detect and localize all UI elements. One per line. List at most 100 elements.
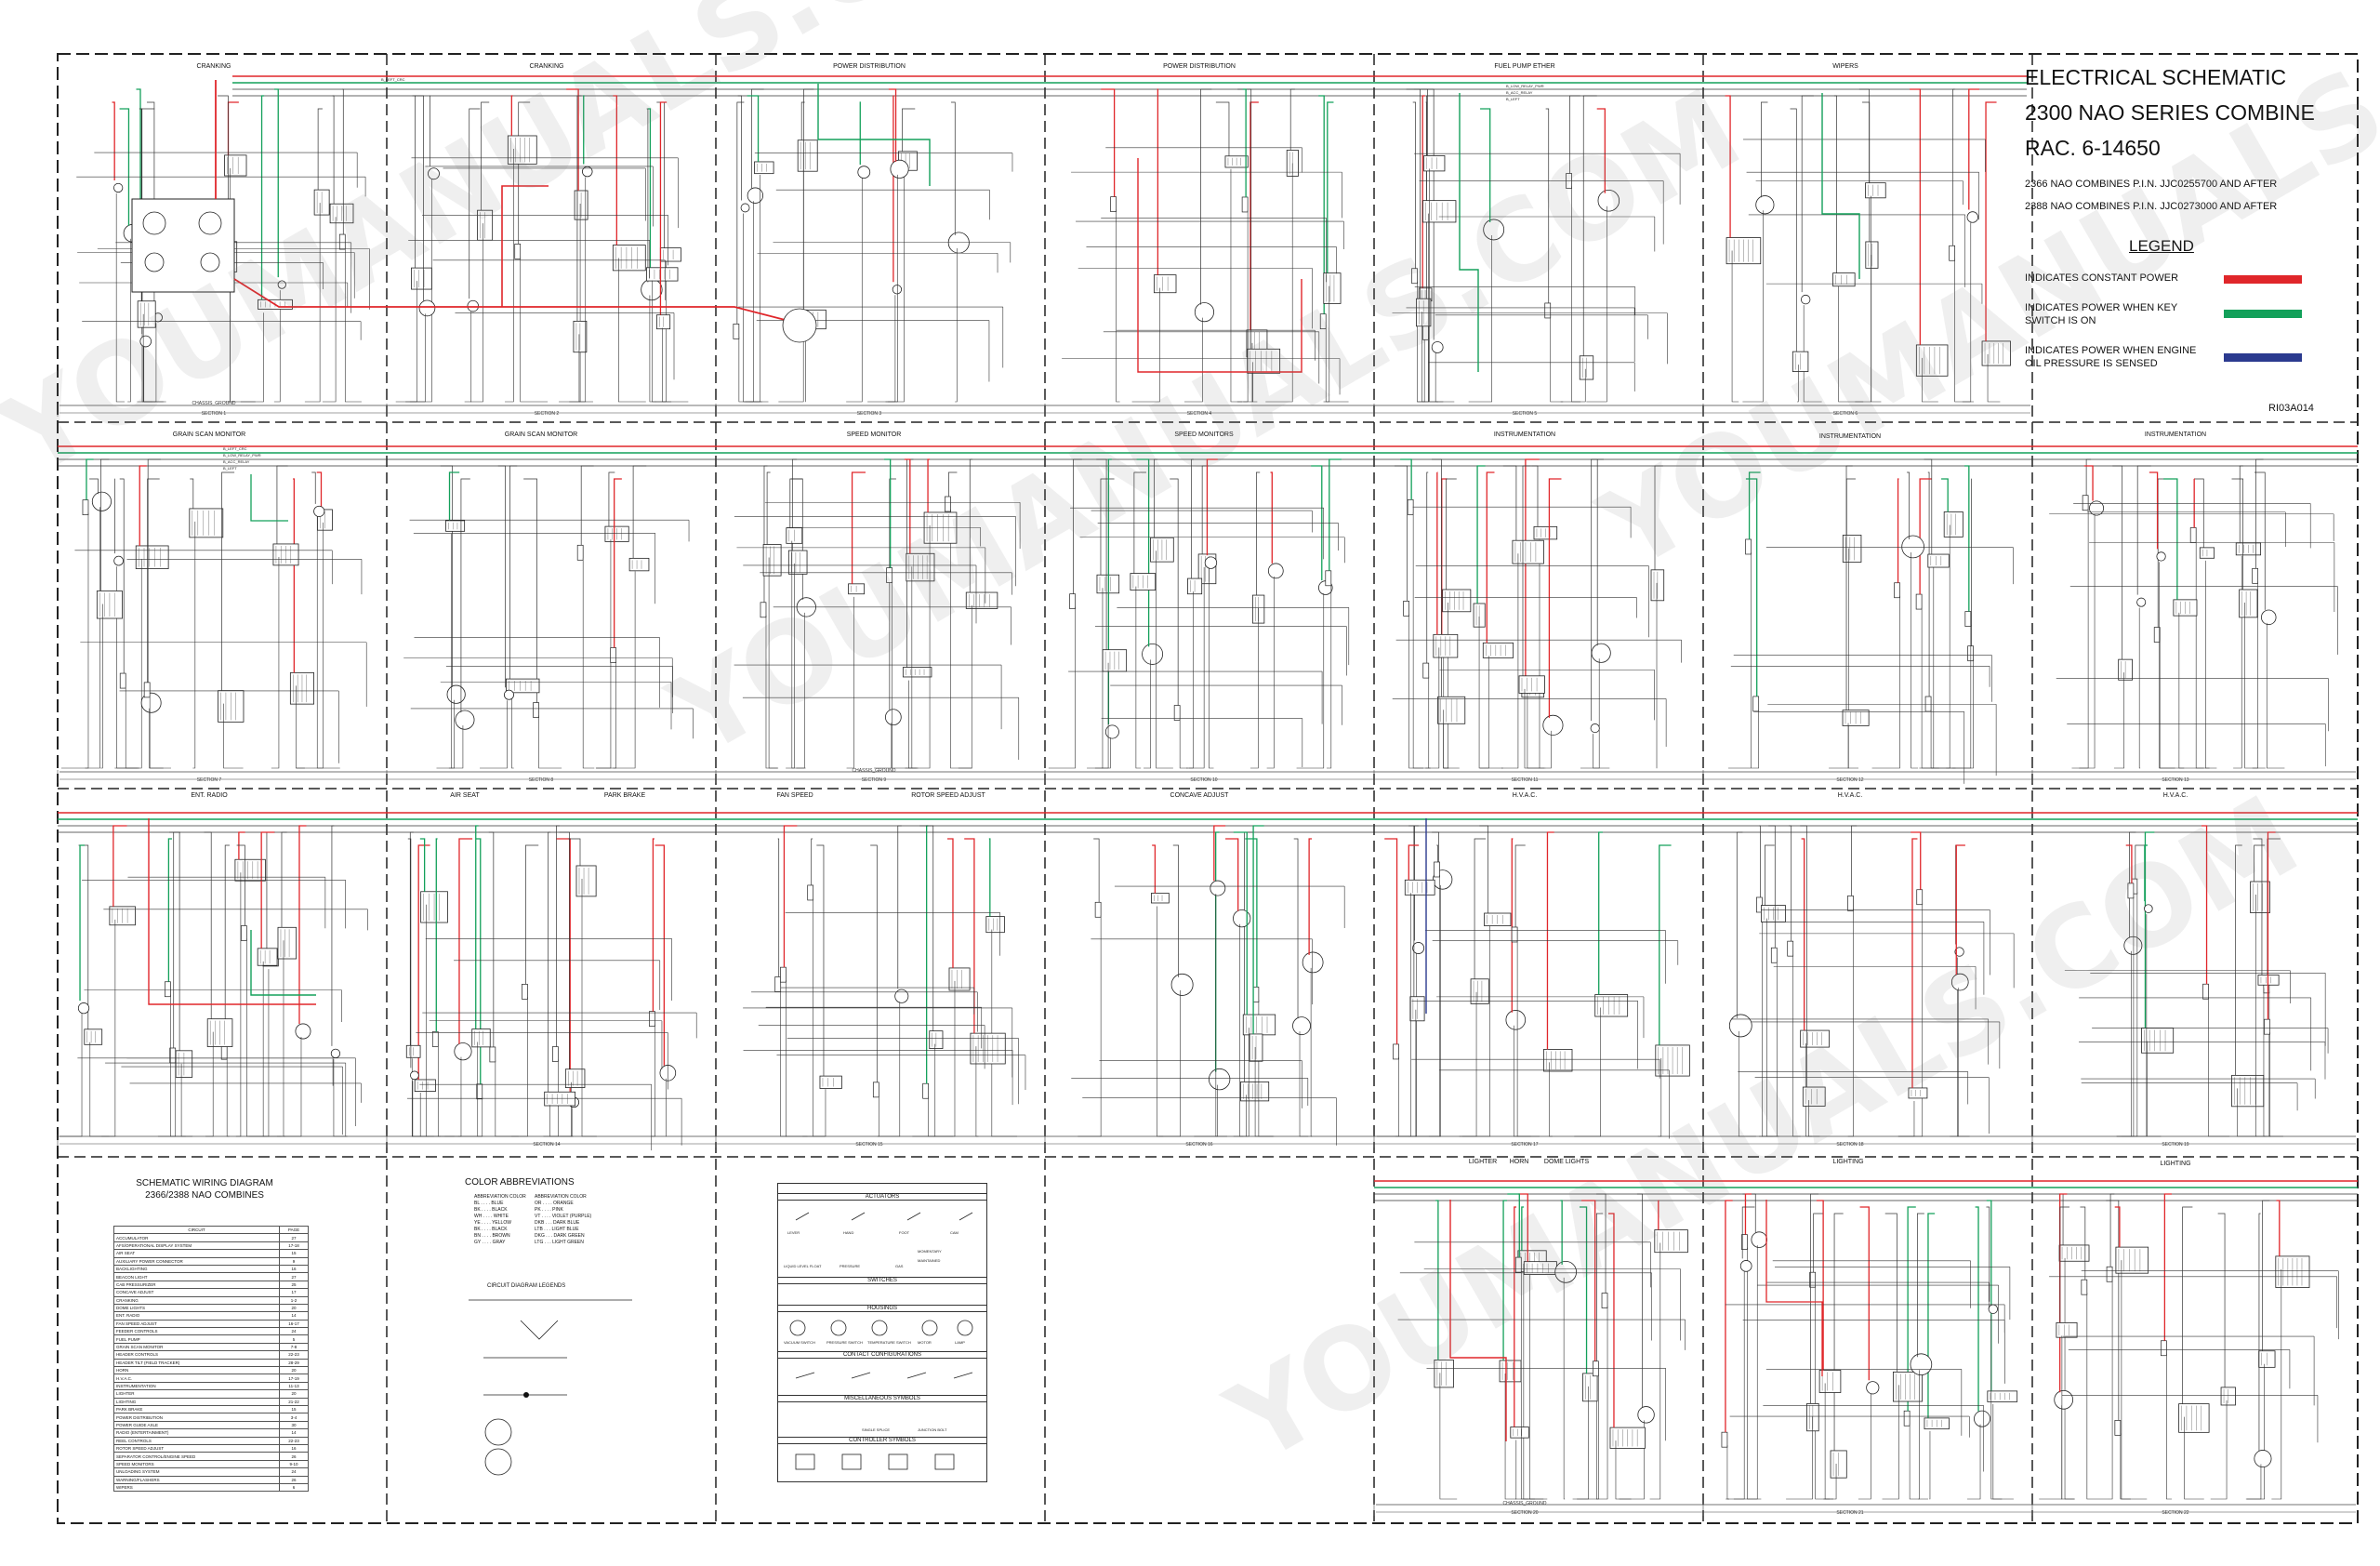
wire [1725,95,1731,238]
wire [811,838,813,885]
wire [1135,586,1142,769]
device-symbol [641,278,663,301]
wire [1829,548,1849,769]
section-footer: SECTION 14 [533,1142,561,1148]
device-symbol [1800,294,1811,305]
color-abbreviation-entry: ABBREVIATION COLOR [474,1194,526,1200]
page-cell: 21-22 [279,1397,309,1407]
device-symbol [77,1002,90,1015]
wire [1859,1206,1870,1381]
wire [1412,101,1416,269]
fuse-symbol [1915,593,1923,610]
wire [2217,1213,2226,1387]
component-block [1915,344,1949,377]
wire [1654,465,1663,570]
fuse-symbol [1434,861,1440,878]
keyon-wire [817,84,931,186]
wire [2201,825,2208,985]
wire [417,844,430,1080]
symbol-label: GAS [895,1264,904,1268]
wire [2138,607,2141,769]
device-symbol [113,555,124,566]
wire [1581,1200,1596,1384]
pin-line-1: 2366 NAO COMBINES P.I.N. JJC0255700 AND … [2025,179,2278,190]
controller-symbol [934,1453,955,1470]
wire [1520,1270,1544,1500]
wire [1790,108,1797,352]
legend-swatch-constant [2224,275,2302,284]
device-symbol [1104,724,1119,739]
device-symbol [894,989,909,1003]
section-title: ROTOR SPEED ADJUST [911,792,985,799]
wire [582,558,595,769]
wire [969,458,973,593]
wire [470,223,483,403]
wire [786,980,787,1137]
component-block [414,1079,436,1092]
section-title: AIR SEAT [450,792,480,799]
wire [2231,478,2243,591]
wire [927,458,931,512]
section-footer: SECTION 20 [1511,1510,1539,1516]
wire [1725,1200,1733,1433]
wire [1425,647,1440,769]
wire [56,1014,83,1137]
wire [1516,939,1540,1137]
wire [1569,95,1580,174]
wire [1250,608,1259,769]
component-block [1482,642,1514,658]
device-symbol [782,308,817,343]
wire [480,700,508,769]
wire [2136,465,2151,595]
wire [846,178,863,403]
wire [1591,458,1605,722]
wire [1215,831,1220,1072]
color-abbreviation-entry: OR . . . . ORANGE [535,1201,574,1206]
wire [1323,285,1330,403]
wire [262,961,282,1137]
wire [139,465,147,546]
component-block [2178,1403,2210,1433]
wire [226,1057,230,1137]
device-symbol [1292,1016,1311,1036]
circuit-name-cell: SPEED MONITORS [113,1459,280,1469]
page-cell: 22-23 [279,1350,309,1360]
component-block [1943,511,1964,537]
wire [580,465,594,546]
wire [1395,893,1411,1137]
wire [1897,478,1899,583]
section-title: H.V.A.C. [1837,792,1863,799]
section-title: CONCAVE ADJUST [1170,792,1229,799]
wire [1930,524,1950,769]
wire [632,465,647,559]
wire [1911,838,1918,1088]
wire [1733,1245,1758,1500]
fuse-symbol [2153,627,2161,643]
fuse-symbol [1407,499,1414,515]
wire [2159,562,2185,769]
wire [889,478,896,710]
wire [523,478,537,703]
device-symbol [1267,563,1284,579]
wire [659,101,668,315]
wire [322,217,337,403]
wire [1759,825,1761,897]
device-symbol [1142,643,1164,665]
wire [2109,1193,2115,1267]
section-footer: SECTION 2 [534,411,560,417]
wire [1480,108,1491,222]
wire [1413,88,1428,156]
wire [2079,513,2096,769]
section-footer: SECTION 17 [1511,1142,1539,1148]
component-block [762,544,782,577]
fuse-symbol [733,324,740,339]
constant-power-wire [1449,1200,1507,1441]
component-block [1404,879,1435,896]
